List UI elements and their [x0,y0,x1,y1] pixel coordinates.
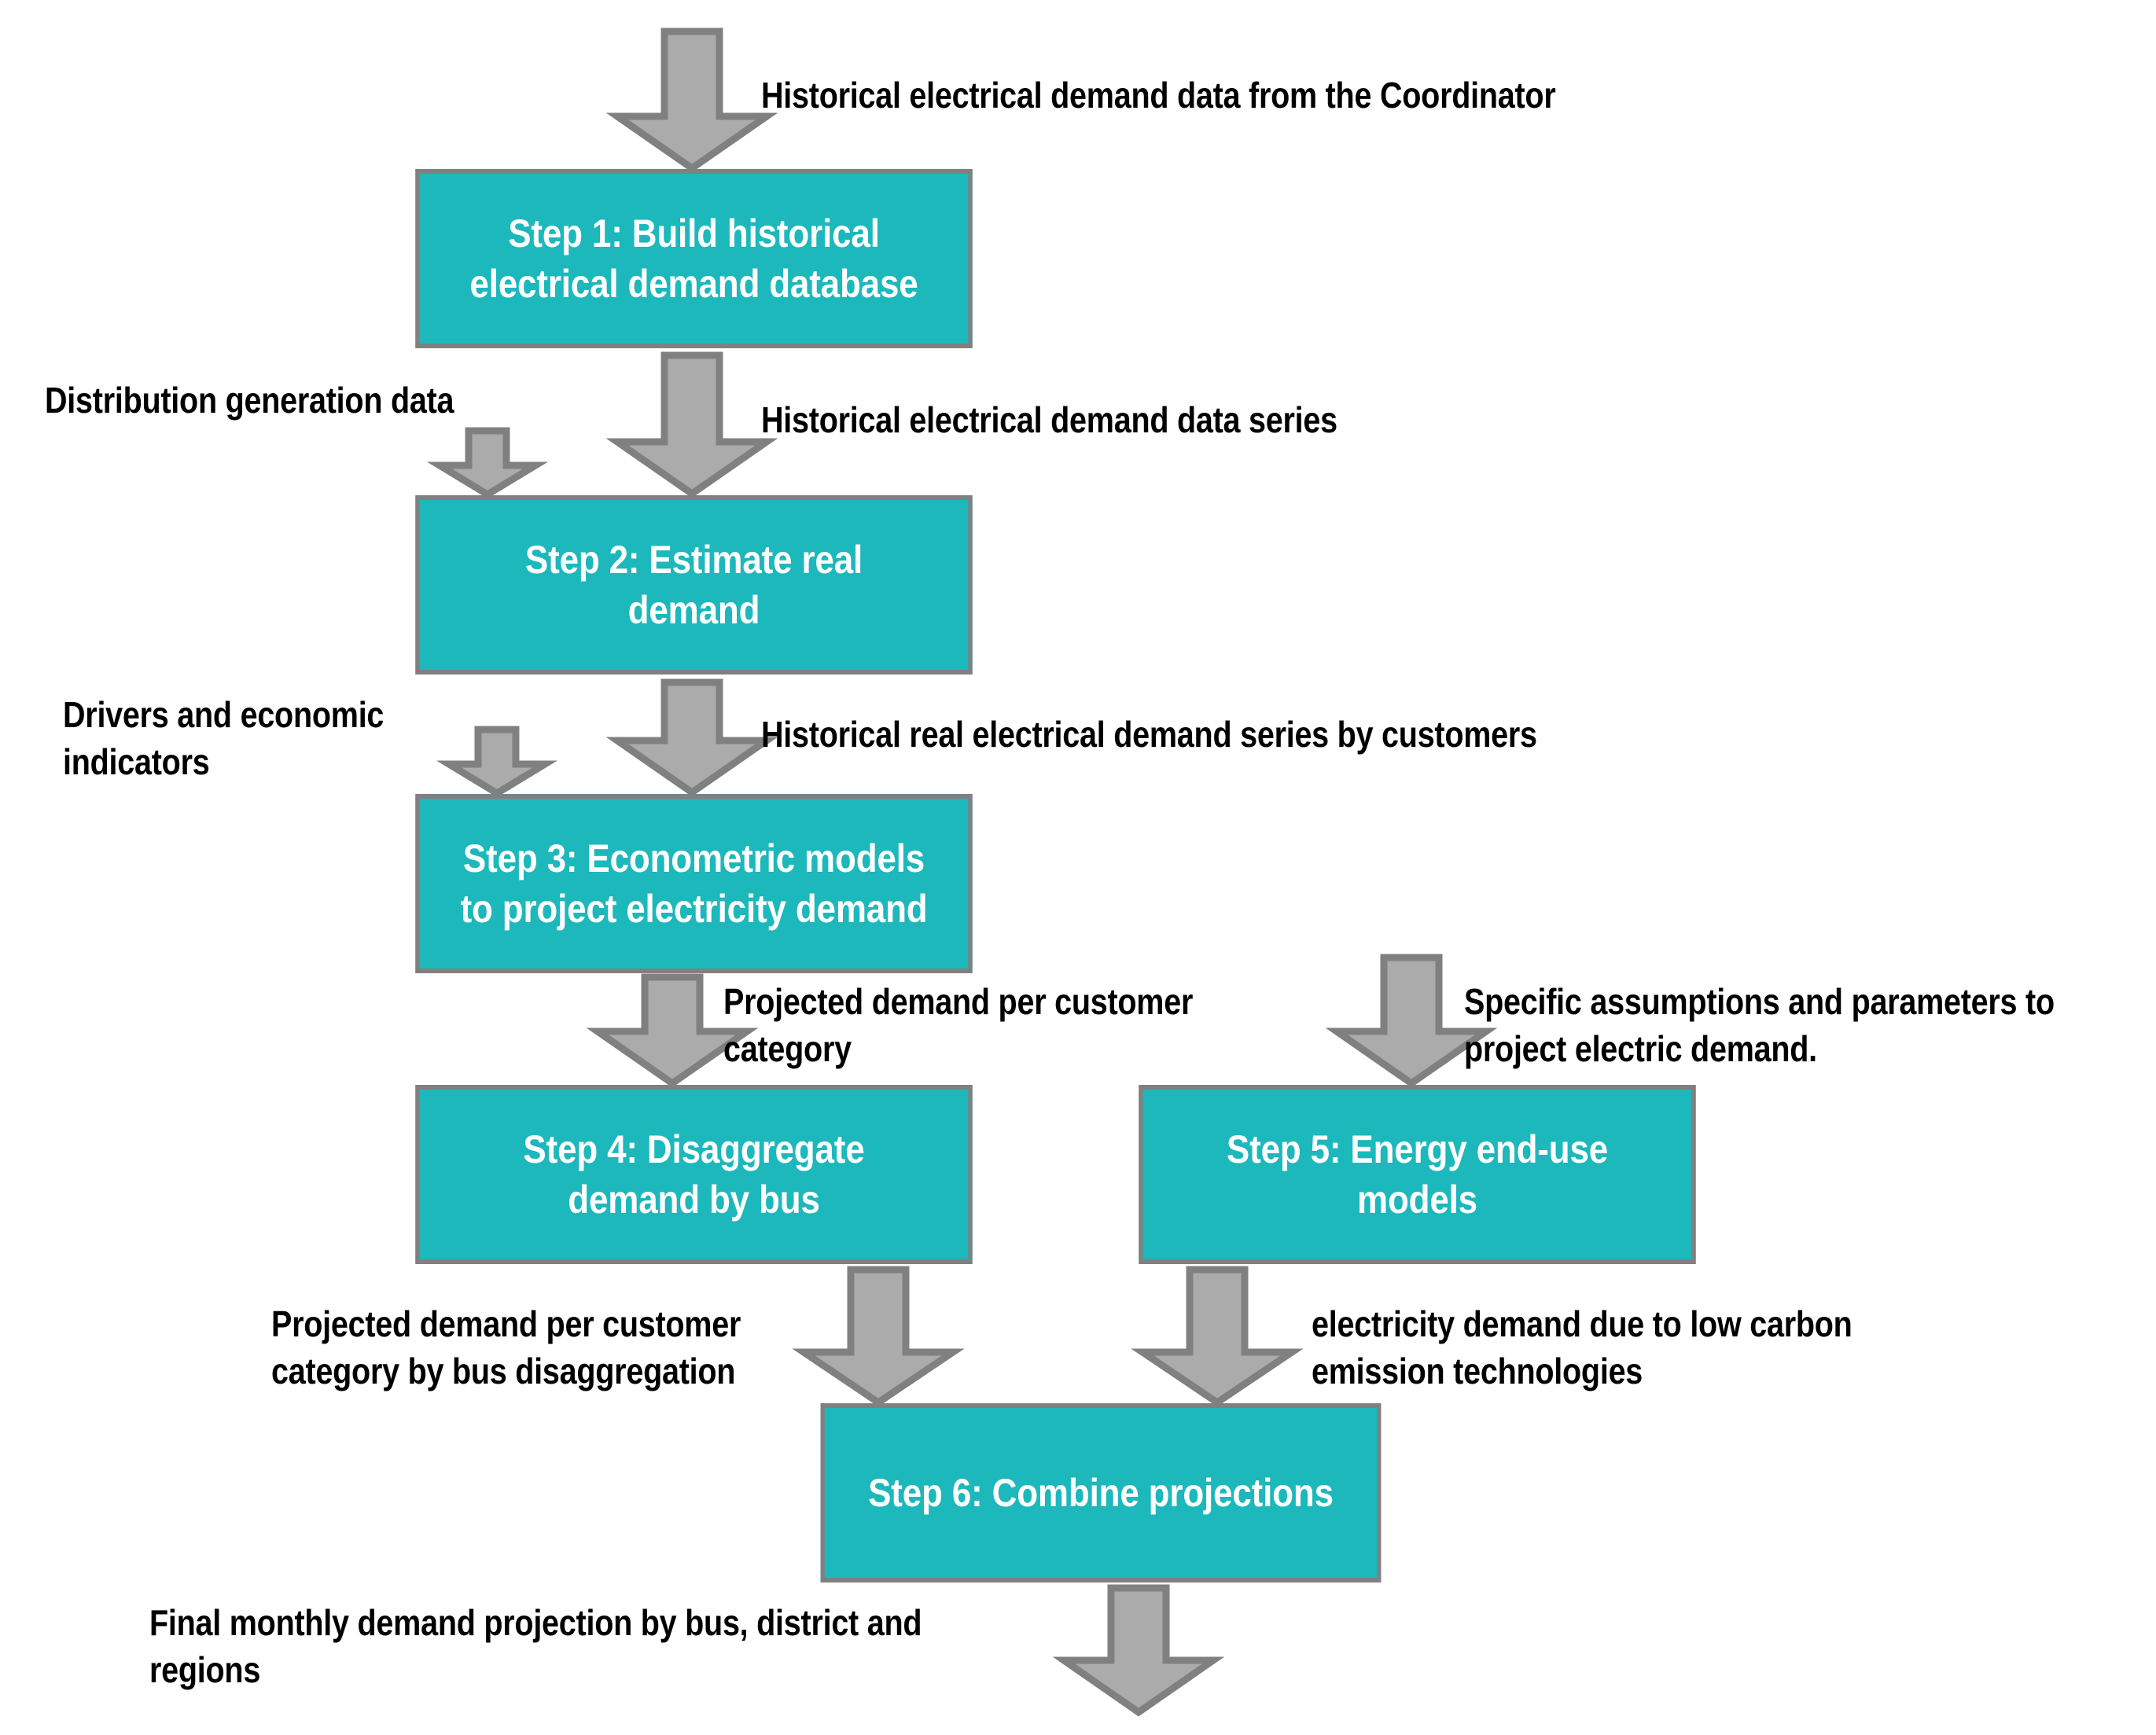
step-4-label: Step 4: Disaggregate demand by bus [523,1127,865,1222]
step-2-label: Step 2: Estimate real demand [524,538,863,632]
label-historical-real-demand-by-customers: Historical real electrical demand series… [761,714,1537,755]
step-3-box[interactable]: Step 3: Econometric models to project el… [415,794,973,973]
arrow-step1-to-step2 [605,351,778,498]
arrow-step2-to-step3 [605,678,778,797]
label-distribution-generation-data: Distribution generation data [45,380,454,421]
arrow-step6-to-final-output [1052,1584,1225,1717]
label-final-monthly-demand-projection: Final monthly demand projection by bus, … [149,1602,922,1690]
label-historical-demand-series: Historical electrical demand data series [761,399,1337,440]
step-4-box[interactable]: Step 4: Disaggregate demand by bus [415,1085,973,1264]
label-low-carbon-electricity-demand: electricity demand due to low carbon emi… [1312,1303,1852,1391]
label-input-historical-demand: Historical electrical demand data from t… [761,75,1556,116]
step-3-label: Step 3: Econometric models to project el… [460,836,928,931]
step-1-box[interactable]: Step 1: Build historical electrical dema… [415,169,973,348]
step-6-label: Step 6: Combine projections [868,1471,1334,1515]
arrow-step5-to-step6 [1131,1266,1304,1407]
arrow-input-to-step1 [605,28,778,173]
step-5-label: Step 5: Energy end-use models [1226,1127,1609,1222]
arrow-drivers-to-step3 [436,726,558,798]
arrow-distribution-generation-to-step2 [426,427,549,499]
step-6-box[interactable]: Step 6: Combine projections [820,1403,1382,1582]
arrow-step4-to-step6 [792,1266,965,1407]
label-specific-assumptions-and-parameters: Specific assumptions and parameters to p… [1464,981,2055,1069]
step-2-box[interactable]: Step 2: Estimate real demand [415,495,973,675]
label-drivers-and-economic-indicators: Drivers and economic indicators [63,694,384,782]
label-projected-demand-per-category: Projected demand per customer category [723,981,1194,1069]
step-1-label: Step 1: Build historical electrical dema… [469,211,918,306]
step-5-box[interactable]: Step 5: Energy end-use models [1139,1085,1696,1264]
label-projected-demand-by-bus-disaggregation: Projected demand per customer category b… [271,1303,741,1391]
